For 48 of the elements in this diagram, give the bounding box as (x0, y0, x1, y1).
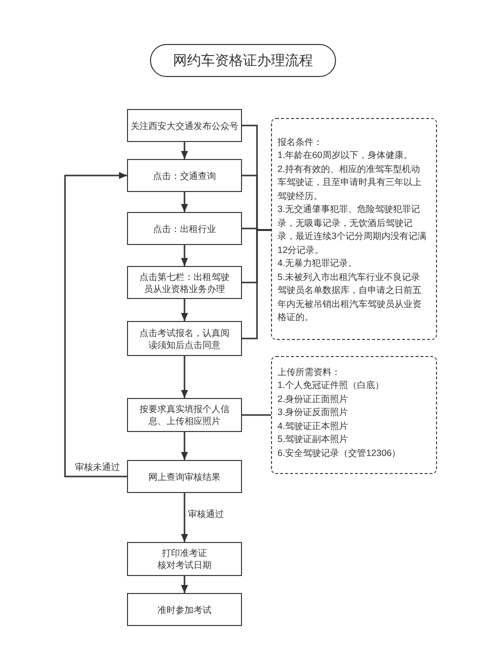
note-item: 1.年龄在60周岁以下，身体健康。 (278, 149, 414, 162)
note-item: 2.持有有效的、相应的准驾车型机动车驾驶证，且至申请时具有三年以上驾驶经历。 (278, 162, 422, 202)
note-heading: 报名条件： (278, 136, 324, 148)
arrow (181, 245, 188, 266)
note-heading: 上传所需资料： (278, 366, 342, 378)
note-item: 3.无交通肇事犯罪、危险驾驶犯罪记录，无吸毒记录，无饮酒后驾驶记录，最近连续3个记分周期内没有记满12分记录。 (278, 203, 428, 256)
note-item: 5.未被列入市出租汽车行业不良记录驾驶员名单数据库，自申请之日前五年内无被吊销出租汽车驾驶员从业资格证的。 (278, 270, 422, 324)
process-box (127, 398, 242, 432)
step-text: 点击：出租行业 (152, 222, 217, 234)
process-box (127, 159, 242, 192)
note-item: 4.无暴力犯罪记录。 (278, 257, 358, 270)
process-box (127, 109, 242, 142)
note-item: 6.安全驾驶记录（交管12306） (278, 446, 402, 460)
step-text: 按要求真实填报个人信息、上传相应照片 (138, 403, 230, 427)
note-item: 2.身份证正面照片 (278, 392, 350, 406)
arrow (64, 172, 127, 478)
note-item: 5.驾驶证副本照片 (278, 433, 350, 446)
note-box (271, 356, 437, 474)
note-item: 3.身份证反面照片 (278, 406, 350, 419)
arrow (181, 142, 188, 159)
step-text: 点击：交通查询 (152, 170, 217, 182)
step-text: 打印准考证 (161, 547, 208, 559)
note-box (271, 118, 437, 340)
process-box (127, 460, 242, 493)
process-box (127, 593, 242, 626)
step-text: 点击考试报名，认真阅读须知后点击同意 (138, 326, 230, 350)
step-text: 网上查询审核结果 (148, 470, 222, 482)
process-box (127, 321, 242, 356)
arrow (181, 192, 188, 212)
process-box (127, 266, 242, 299)
connector-line (242, 229, 271, 340)
arrow (181, 576, 188, 593)
title-banner: 网约车资格证办理流程 (150, 44, 336, 77)
step-text: 关注西安大交通发布公众号 (130, 120, 240, 132)
connector-line (242, 414, 271, 416)
note-item: 1.个人免冠证件照（白底） (278, 379, 386, 392)
arrow (181, 493, 188, 542)
edge-label: 审核未通过 (74, 462, 121, 473)
process-box (127, 542, 242, 576)
process-box (127, 212, 242, 245)
arrow (181, 299, 188, 321)
edge-label: 审核通过 (187, 509, 225, 520)
step-text: 点击第七栏：出租驾驶员从业资格业务办理 (138, 270, 230, 294)
arrow (181, 356, 188, 398)
step-text: 核对考试日期 (156, 559, 212, 571)
note-item: 4.驾驶证正本照片 (278, 420, 350, 432)
step-text: 准时参加考试 (156, 604, 212, 616)
arrow (181, 432, 188, 460)
